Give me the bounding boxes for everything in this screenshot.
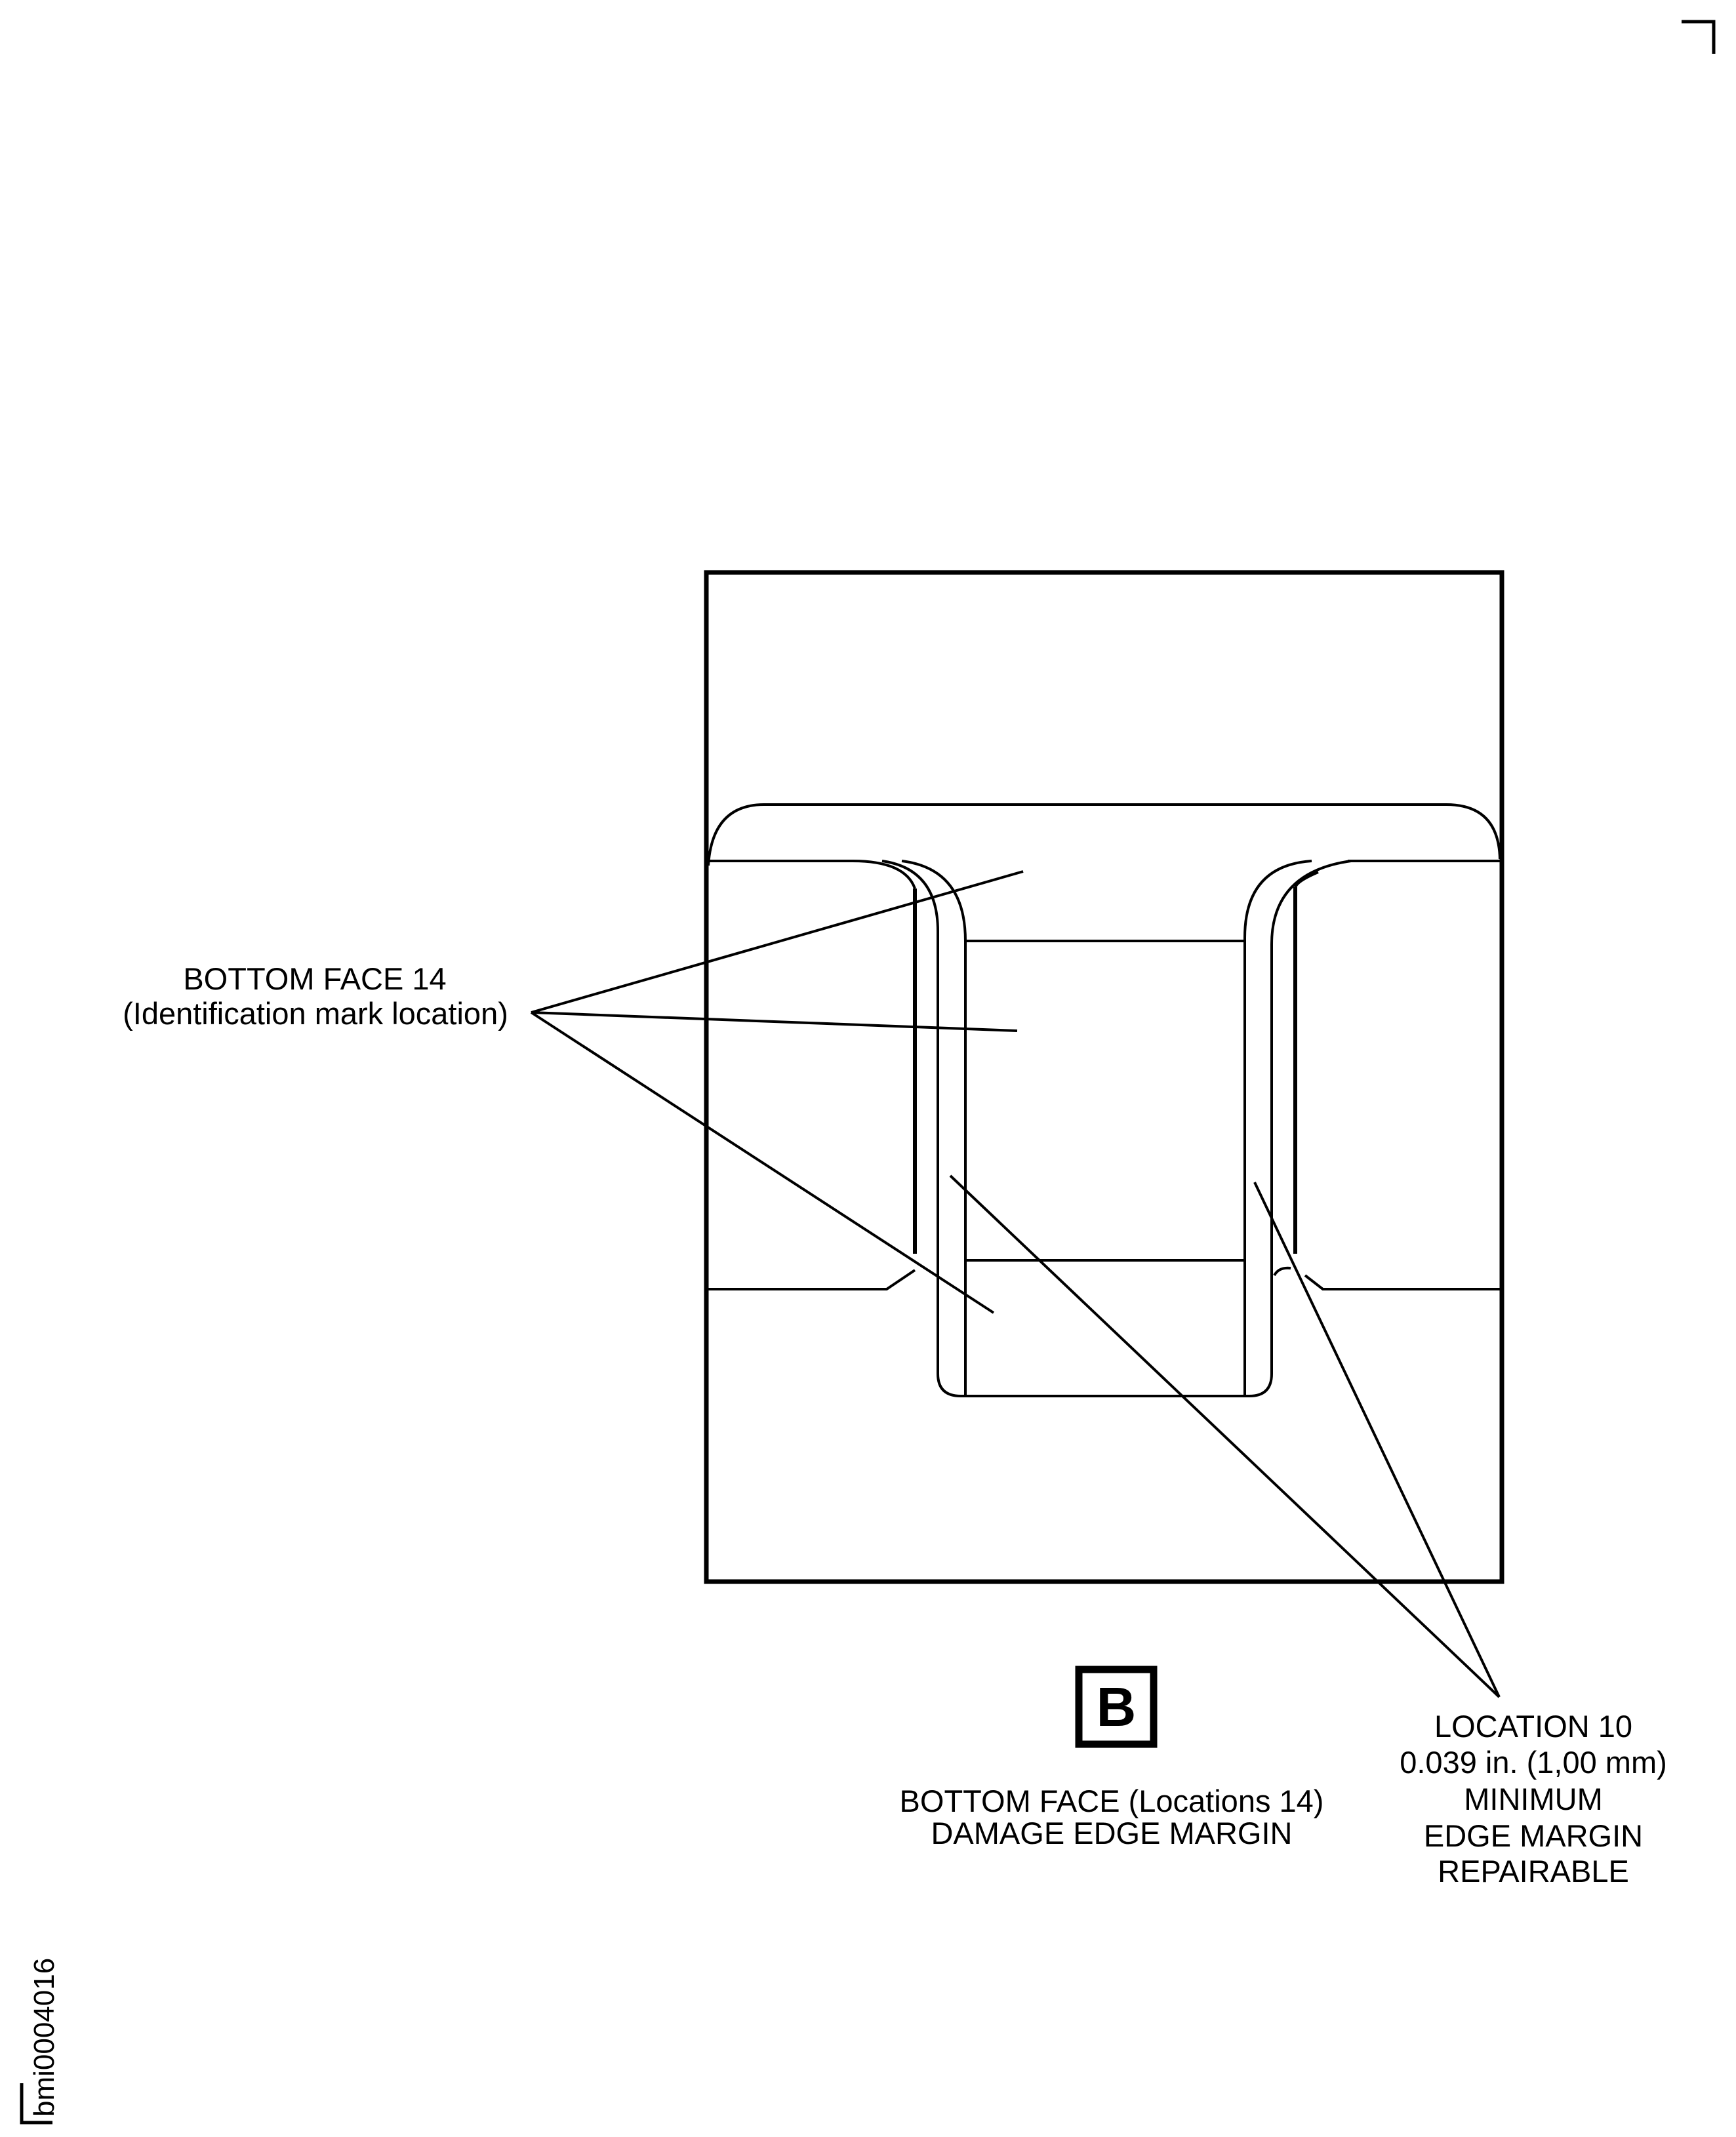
corner-mark-bottom-left — [20, 2083, 52, 2125]
location10-line2: 0.039 in. (1,00 mm) — [1400, 1745, 1667, 1780]
bottom-face-label-line2: (Identification mark location) — [123, 996, 508, 1031]
location10-line4: EDGE MARGIN — [1424, 1818, 1643, 1853]
leader-bottom-face-1 — [531, 870, 1024, 1014]
leader-location10-1 — [949, 1174, 1501, 1698]
figure-id: bmi0004016 — [28, 1958, 60, 2117]
bottom-face-label-line1: BOTTOM FACE 14 — [183, 961, 446, 996]
corner-mark-top-right — [1682, 20, 1716, 54]
location10-line1: LOCATION 10 — [1434, 1709, 1632, 1744]
leader-bottom-face-3 — [530, 1011, 995, 1314]
leader-location10-2 — [1253, 1182, 1501, 1698]
caption-line2: DAMAGE EDGE MARGIN — [931, 1816, 1292, 1850]
view-label-box — [1075, 1666, 1158, 1748]
leader-lines — [530, 870, 1501, 1698]
leader-bottom-face-2 — [531, 1011, 1018, 1032]
view-label-letter: B — [1097, 1676, 1137, 1738]
location10-line3: MINIMUM — [1464, 1782, 1602, 1816]
part-outline — [704, 570, 1504, 1584]
part-geometry — [707, 803, 1501, 1397]
caption-line1: BOTTOM FACE (Locations 14) — [900, 1784, 1324, 1818]
location10-line5: REPAIRABLE — [1438, 1854, 1629, 1888]
